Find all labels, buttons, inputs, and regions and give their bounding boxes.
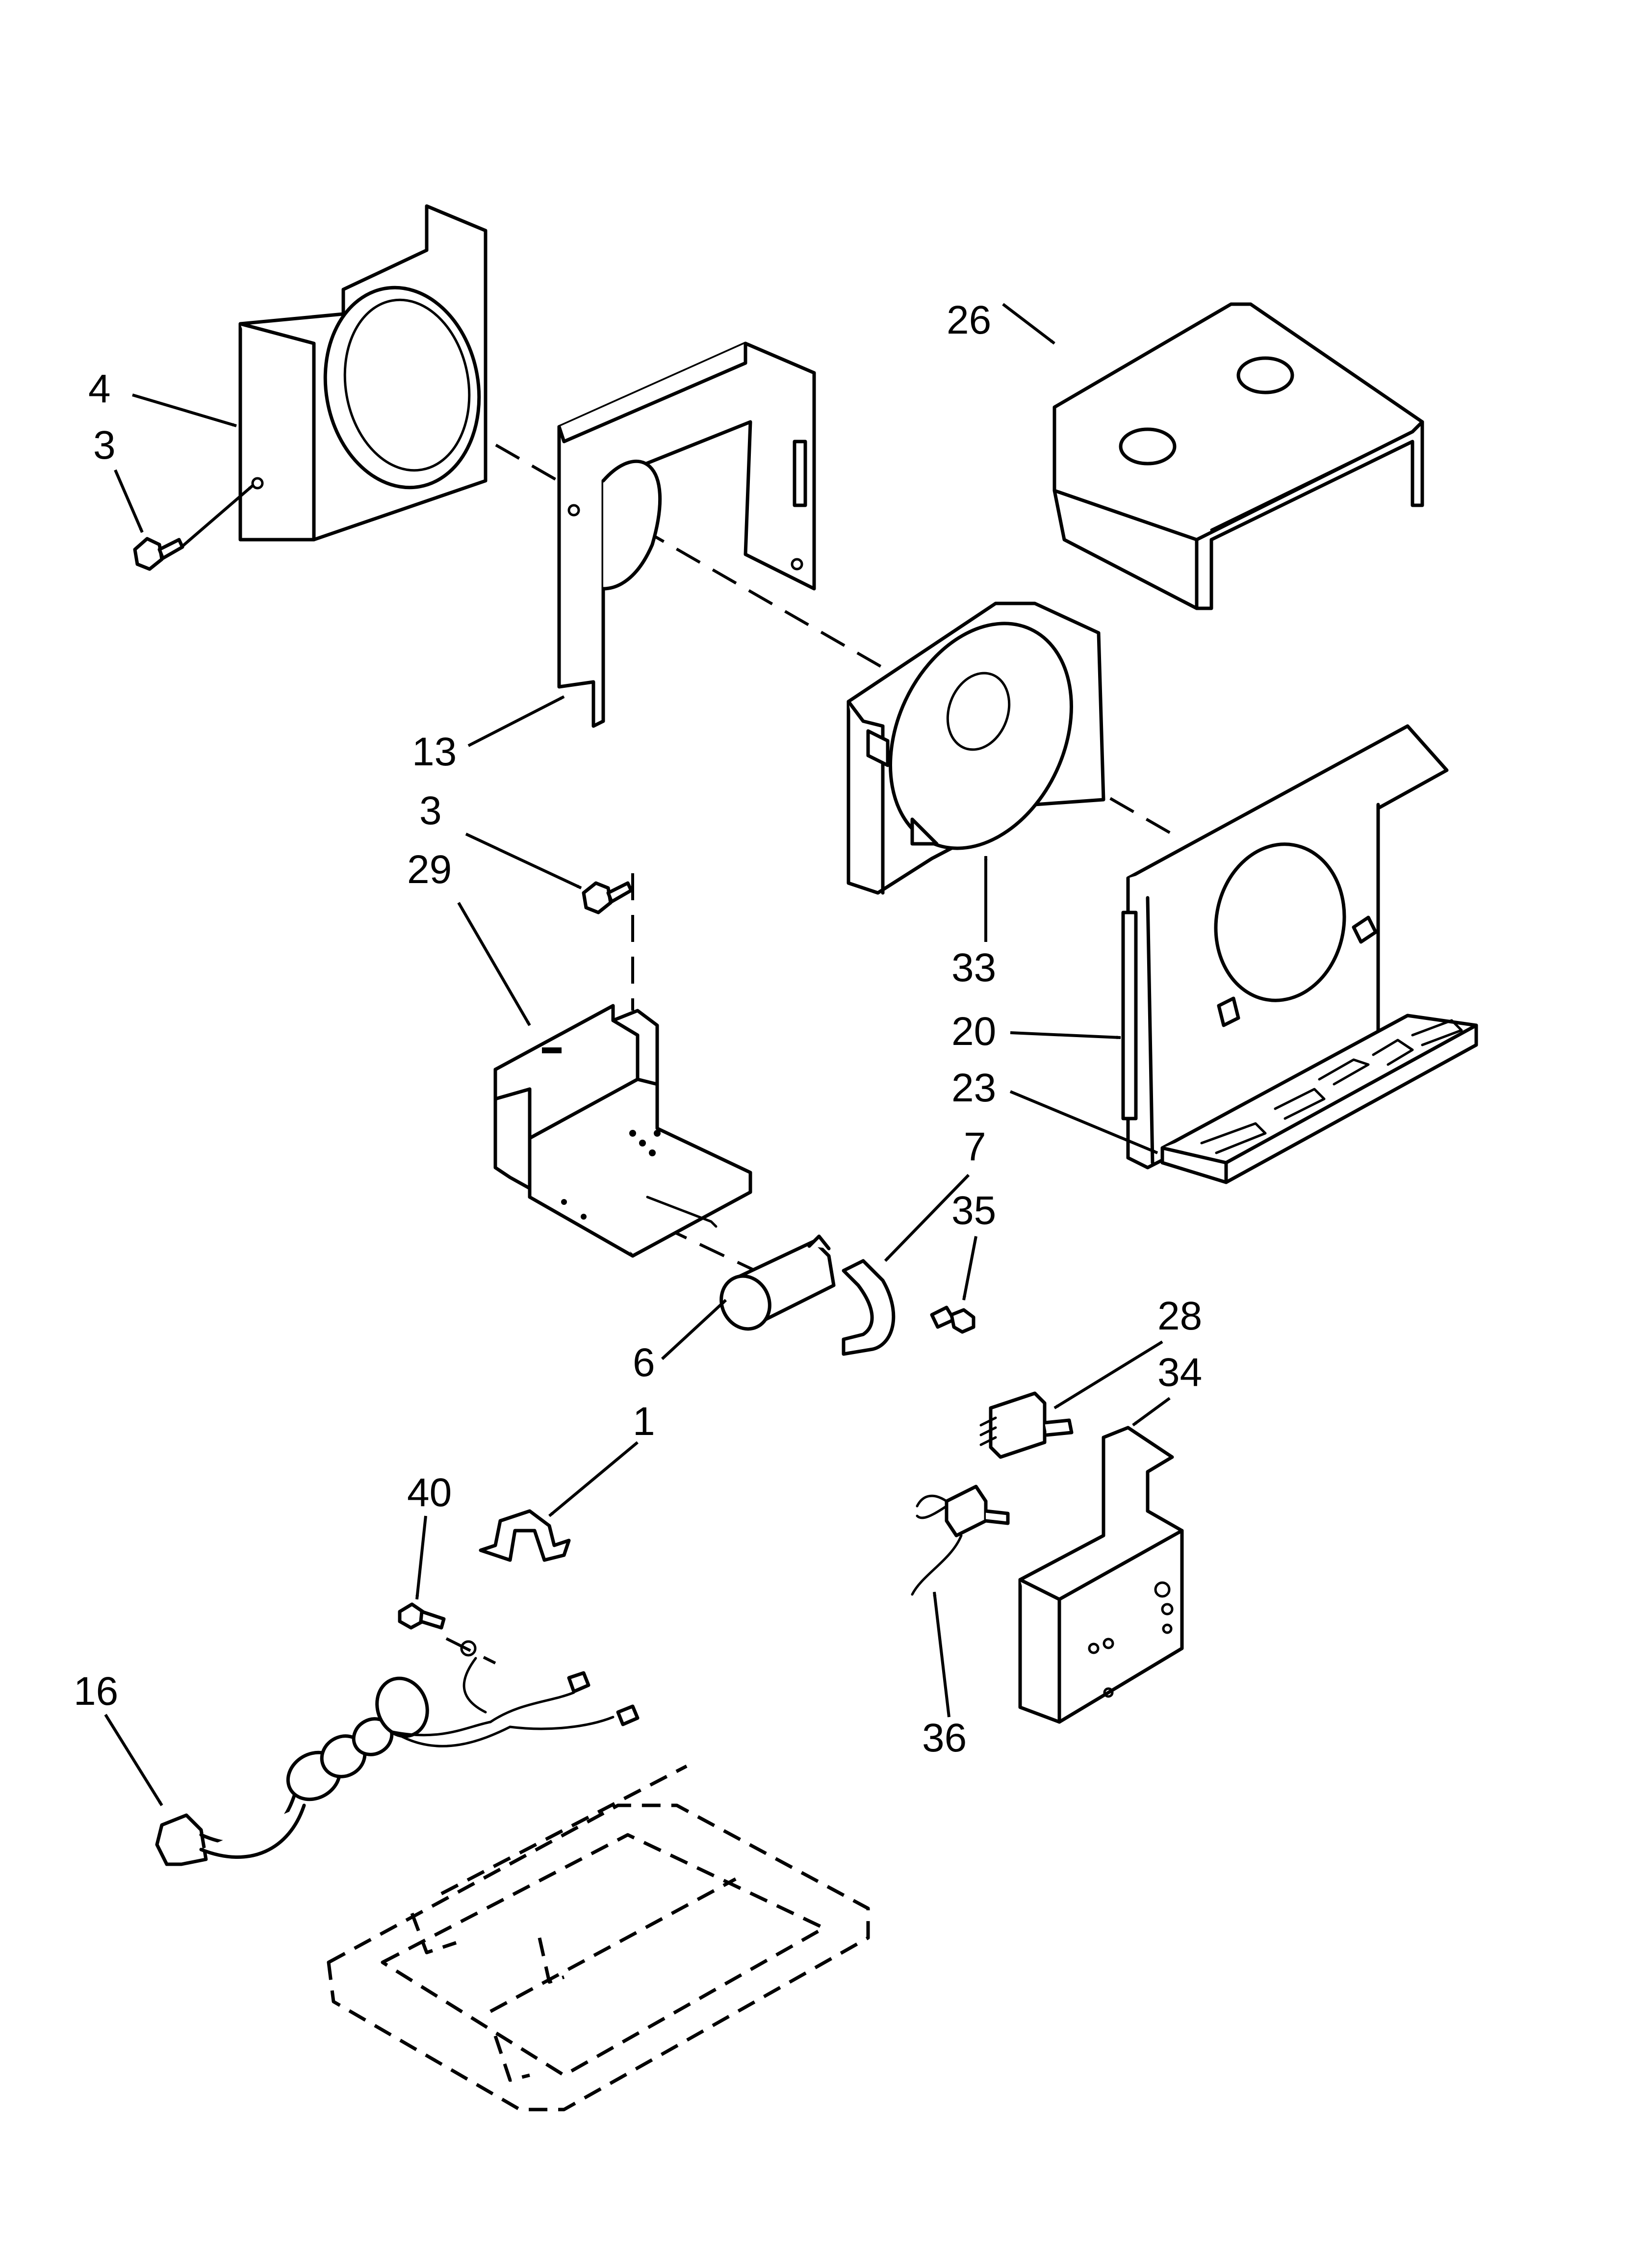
callout-7: 7: [964, 1124, 986, 1169]
callout-1: 1: [633, 1399, 655, 1444]
part-16-power-cord: [155, 1640, 640, 1866]
callout-36: 36: [922, 1716, 967, 1760]
callout-13: 13: [412, 730, 457, 774]
callout-6: 6: [633, 1340, 655, 1385]
part-1-clamp: [479, 1509, 571, 1562]
part-33-shroud: [847, 601, 1105, 895]
callout-labels: 4 3 26 13 3 29 33 20 23 7 35 6 1 28 34 4…: [74, 298, 1202, 1760]
callout-4: 4: [88, 366, 111, 411]
callout-34: 34: [1157, 1350, 1202, 1395]
part-35-screw: [930, 1305, 975, 1334]
part-6-capacitor: [719, 1234, 836, 1331]
callout-16: 16: [74, 1669, 118, 1714]
callout-26: 26: [947, 298, 991, 342]
callout-29: 29: [407, 847, 452, 892]
part-7-strap: [842, 1259, 896, 1356]
callout-23: 23: [951, 1066, 996, 1110]
callout-3-upper: 3: [93, 423, 116, 468]
part-36-thermostat: [911, 1485, 1010, 1596]
callout-40: 40: [407, 1470, 452, 1515]
part-34-mounting-bracket: [1018, 1426, 1184, 1724]
part-28-rotary-switch: [979, 1391, 1074, 1459]
callout-20: 20: [951, 1009, 996, 1054]
part-29-control-bracket: [493, 1004, 752, 1258]
part-3-screw-upper: [133, 537, 184, 571]
callout-33: 33: [951, 945, 996, 990]
alignment-lines: [386, 381, 1173, 1665]
leader-lines: [104, 303, 1171, 1806]
part-3-screw-lower: [582, 881, 633, 914]
part-40-ground-screw: [398, 1602, 446, 1630]
callout-3-lower: 3: [419, 788, 442, 833]
part-26-top-cover: [1052, 302, 1424, 610]
part-23-base-channel: [1160, 1014, 1478, 1184]
part-13-scroll-panel: [557, 341, 816, 728]
base-pan-phantom: [327, 1764, 870, 2112]
callout-35: 35: [951, 1188, 996, 1233]
part-4-housing-panel: [238, 204, 487, 542]
callout-28: 28: [1157, 1294, 1202, 1338]
